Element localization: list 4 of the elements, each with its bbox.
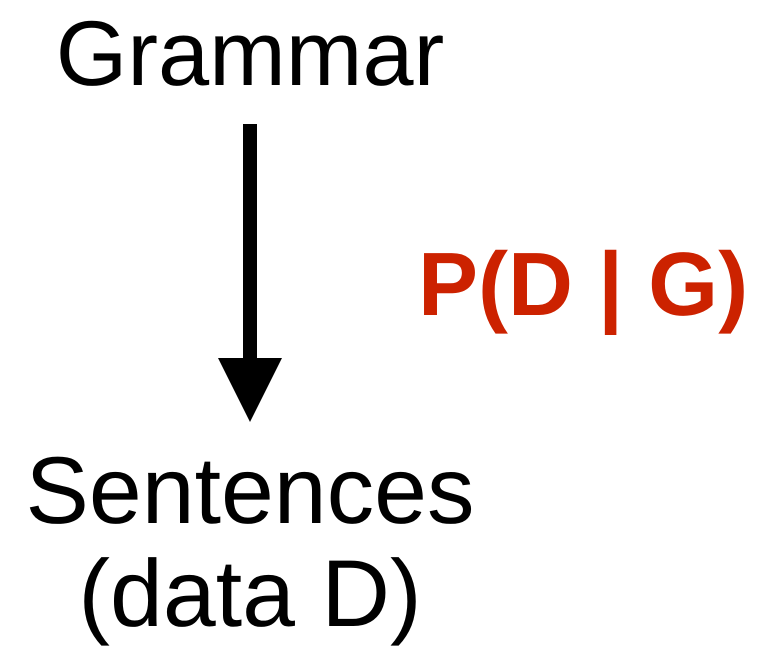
node-label: Sentences (data D) <box>24 440 476 646</box>
node-label: Grammar <box>56 2 444 107</box>
arrow <box>218 124 282 422</box>
edge-label: P(D | G) <box>418 236 748 335</box>
